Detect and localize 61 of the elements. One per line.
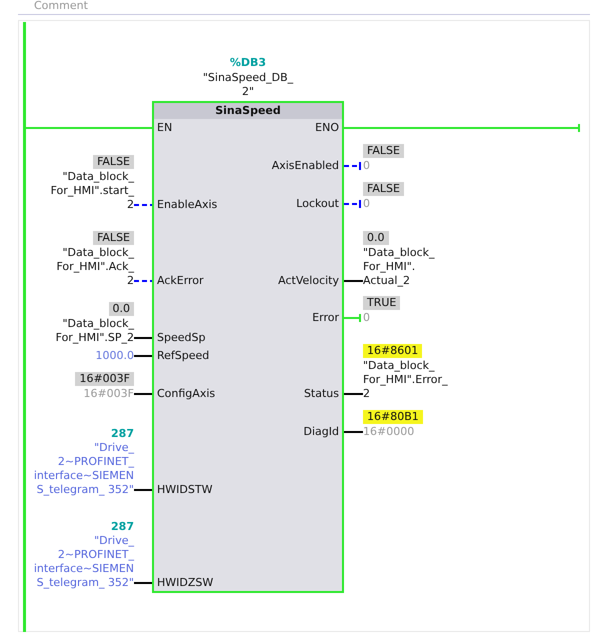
connector-line: [344, 314, 361, 322]
monitor-value: FALSE: [363, 182, 404, 196]
operand-value: 16#0000: [363, 425, 414, 439]
instance-address: %DB3: [230, 56, 266, 70]
pin-label: Status: [304, 387, 342, 401]
connector-line: [134, 489, 152, 491]
pin-label: Lockout: [296, 197, 342, 211]
operand-value: 16#003F: [83, 387, 134, 401]
connector-line: [344, 431, 363, 433]
operand-name: "Drive_ 2~PROFINET_ interface~SIEMEN S_telegram_ 352": [34, 441, 134, 497]
connector-line: [26, 127, 152, 129]
monitor-value: FALSE: [363, 144, 404, 158]
power-rail: [23, 22, 26, 632]
operand-value: 0: [363, 311, 370, 325]
instance-name: "SinaSpeed_DB_ 2": [202, 71, 294, 99]
pin-label: HWIDZSW: [154, 576, 214, 590]
connector-line: [344, 162, 361, 170]
function-block: [152, 101, 344, 593]
monitor-value: FALSE: [93, 231, 134, 245]
monitor-value: 0.0: [108, 302, 134, 316]
connector-line: [344, 124, 580, 132]
pin-label: SpeedSp: [154, 331, 206, 345]
pin-label: Error: [312, 311, 342, 325]
monitor-value: FALSE: [93, 155, 134, 169]
monitor-value: 16#8601: [363, 344, 422, 358]
operand-value: 0: [363, 159, 370, 173]
operand-name: "Drive_ 2~PROFINET_ interface~SIEMEN S_telegram_ 352": [34, 534, 134, 590]
block-title: SinaSpeed: [154, 103, 342, 119]
monitor-value: 0.0: [363, 231, 388, 245]
connector-line: [344, 393, 363, 395]
constant-value: 1000.0: [96, 349, 134, 363]
pin-label: HWIDSTW: [154, 483, 212, 497]
hardware-id: 287: [111, 427, 134, 441]
comment-text: Comment: [34, 0, 88, 12]
monitor-value: 16#003F: [75, 372, 134, 386]
connector-line: [134, 337, 152, 339]
monitor-value: 16#80B1: [363, 410, 423, 424]
pin-label: RefSpeed: [154, 349, 210, 363]
hardware-id: 287: [111, 520, 134, 534]
connector-line: [344, 200, 361, 208]
operand-name: "Data_block_ For_HMI". Actual_2: [363, 246, 435, 288]
connector-line: [134, 355, 152, 357]
operand-name: "Data_block_ For_HMI".SP_2: [56, 317, 134, 345]
operand-name: "Data_block_ For_HMI".Ack_ 2: [56, 246, 134, 288]
pin-label: AckError: [154, 274, 204, 288]
connector-line: [134, 393, 152, 395]
connector-line: [134, 204, 152, 206]
connector-line: [344, 280, 363, 282]
operand-name: "Data_block_ For_HMI".Error_ 2: [363, 359, 448, 401]
connector-line: [134, 280, 152, 282]
pin-label: ActVelocity: [278, 274, 342, 288]
pin-label: EnableAxis: [154, 198, 218, 212]
operand-name: "Data_block_ For_HMI".start_ 2: [50, 170, 134, 212]
connector-line: [134, 582, 152, 584]
pin-label: ConfigAxis: [154, 387, 216, 401]
pin-label: DiagId: [304, 425, 342, 439]
monitor-value: TRUE: [363, 296, 400, 310]
pin-label: AxisEnabled: [272, 159, 342, 173]
pin-label: EN: [154, 121, 172, 135]
pin-label: ENO: [315, 121, 342, 135]
operand-value: 0: [363, 197, 370, 211]
